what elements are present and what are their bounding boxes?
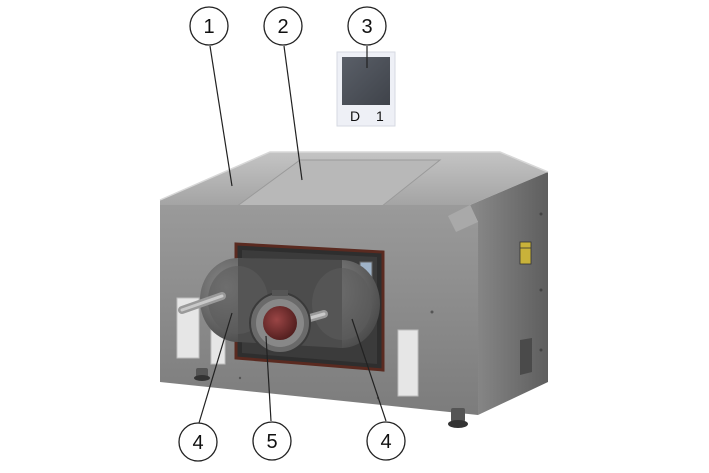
warning-label: [519, 241, 532, 265]
callout-1: 1: [189, 6, 229, 46]
viewing-port-lens: [263, 306, 297, 340]
housing-side: [470, 172, 548, 415]
leader-line-4b: [351, 318, 387, 422]
callout-4-left-label: 4: [192, 432, 203, 454]
callout-2: 2: [263, 6, 303, 46]
callout-5: 5: [252, 421, 292, 461]
detail-plate-left-text: D: [350, 108, 360, 124]
glove-port-assembly: [178, 258, 380, 354]
detail-plate-display: [342, 57, 390, 105]
callout-3-label: 3: [361, 16, 372, 38]
callout-4-right-label: 4: [380, 431, 391, 453]
callout-4-left: 4: [178, 422, 218, 462]
leader-lines: [198, 45, 387, 424]
foot: [451, 408, 465, 422]
vent-panel-right: [397, 329, 419, 397]
leader-line-1: [209, 45, 233, 187]
detail-plate: D 1: [336, 51, 396, 127]
callout-1-label: 1: [203, 16, 214, 38]
callout-4-right: 4: [366, 421, 406, 461]
leader-line-2: [283, 45, 303, 181]
callout-2-label: 2: [277, 16, 288, 38]
callout-3: 3: [347, 6, 387, 46]
detail-plate-right-text: 1: [376, 108, 384, 124]
leader-line-4a: [198, 312, 233, 424]
leader-line-5: [265, 335, 272, 422]
callout-5-label: 5: [266, 431, 277, 453]
